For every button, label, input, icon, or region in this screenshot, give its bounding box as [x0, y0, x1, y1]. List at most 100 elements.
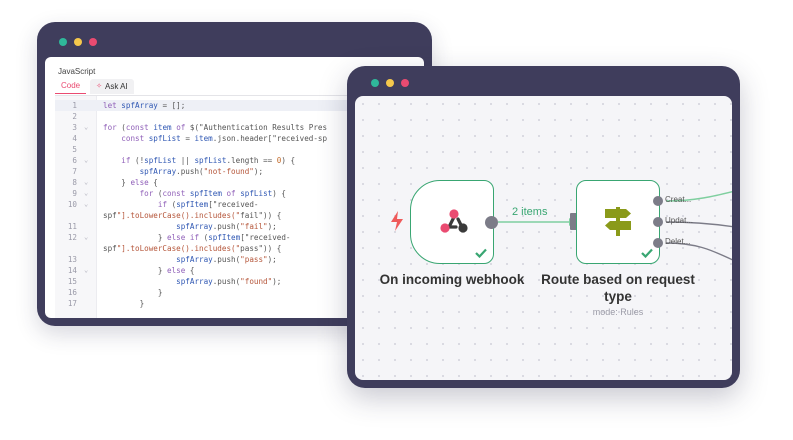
- code-line[interactable]: 17 }: [55, 298, 424, 309]
- router-node-mode: mode: Rules: [592, 307, 644, 317]
- router-node[interactable]: [576, 180, 660, 264]
- code-text: spfArray.push("pass");: [176, 255, 277, 264]
- code-line[interactable]: 6 ⌄ if (!spfList || spfList.length == 0) …: [55, 155, 424, 166]
- line-number: 15: [67, 277, 77, 286]
- trigger-bolt-icon: [391, 211, 403, 231]
- tab-code-label: Code: [61, 81, 81, 90]
- code-line[interactable]: 2: [55, 111, 424, 122]
- line-number: 1: [72, 101, 77, 110]
- fold-toggle-icon[interactable]: ⌄: [84, 189, 89, 197]
- code-text: spf"].toLowerCase().includes("fail")) {: [103, 211, 282, 220]
- router-output-handle-delete[interactable]: [653, 238, 663, 248]
- router-node-title-line1: Route based on request: [541, 272, 695, 287]
- editor-tabs: Code ✧Ask AI: [55, 79, 134, 94]
- code-line[interactable]: spf"].toLowerCase().includes("pass")) {: [55, 243, 424, 254]
- webhook-node[interactable]: [410, 180, 494, 264]
- code-line[interactable]: 13 spfArray.push("pass");: [55, 254, 424, 265]
- line-number: 12: [67, 233, 77, 242]
- window-controls: [59, 38, 97, 46]
- workflow-canvas[interactable]: 2 items Creat... Updat... Delet... On in…: [355, 96, 732, 380]
- code-line[interactable]: 5: [55, 144, 424, 155]
- code-text: spfArray.push("not-found");: [139, 167, 264, 176]
- line-number: 9: [72, 189, 77, 198]
- router-input-handle[interactable]: [570, 213, 577, 230]
- code-line[interactable]: 9 ⌄ for (const spfItem of spfList) {: [55, 188, 424, 199]
- code-line[interactable]: 14 ⌄ } else {: [55, 265, 424, 276]
- line-number: 2: [72, 112, 77, 121]
- code-text: } else {: [103, 178, 158, 187]
- line-number: 7: [72, 167, 77, 176]
- code-line[interactable]: 7 spfArray.push("not-found");: [55, 166, 424, 177]
- fold-toggle-icon[interactable]: ⌄: [84, 233, 89, 241]
- window-dot-green[interactable]: [371, 79, 379, 87]
- success-check-icon: [641, 248, 653, 258]
- line-number: 5: [72, 145, 77, 154]
- language-label: JavaScript: [58, 67, 96, 76]
- window-dot-red[interactable]: [89, 38, 97, 46]
- line-number: 16: [67, 288, 77, 297]
- code-line[interactable]: 3⌄for (const item of $("Authentication R…: [55, 122, 424, 133]
- window-dot-yellow[interactable]: [386, 79, 394, 87]
- webhook-icon: [440, 209, 468, 233]
- code-line[interactable]: 10 ⌄ if (spfItem["received-: [55, 199, 424, 210]
- code-text: }: [103, 288, 163, 297]
- line-number: 10: [67, 200, 77, 209]
- success-check-icon: [475, 248, 487, 258]
- window-controls: [371, 79, 409, 87]
- code-text: if (spfItem["received-: [157, 200, 259, 209]
- router-output-handle-create[interactable]: [653, 196, 663, 206]
- workflow-window: 2 items Creat... Updat... Delet... On in…: [347, 66, 740, 388]
- code-text: spfArray.push("found");: [176, 277, 282, 286]
- code-line[interactable]: spf"].toLowerCase().includes("fail")) {: [55, 210, 424, 221]
- fold-toggle-icon[interactable]: ⌄: [84, 200, 89, 208]
- router-output-label-create: Creat...: [665, 195, 692, 204]
- code-line[interactable]: 1 let spfArray = [];: [55, 100, 424, 111]
- fold-toggle-icon[interactable]: ⌄: [84, 178, 89, 186]
- connection-output-delete: [665, 242, 732, 261]
- code-line[interactable]: 16 }: [55, 287, 424, 298]
- code-text: let spfArray = [];: [103, 101, 186, 110]
- webhook-output-handle[interactable]: [485, 216, 498, 229]
- code-text: } else if (spfItem["received-: [103, 233, 291, 242]
- code-line[interactable]: 4 const spfList = item.json.header["rece…: [55, 133, 424, 144]
- window-dot-green[interactable]: [59, 38, 67, 46]
- line-number: 3: [72, 123, 77, 132]
- fold-toggle-icon[interactable]: ⌄: [84, 123, 89, 131]
- router-node-title: Route based on request type: [533, 271, 703, 305]
- code-text: const spfList = item.json.header["receiv…: [121, 134, 328, 143]
- code-line[interactable]: 15 spfArray.push("found");: [55, 276, 424, 287]
- tab-code[interactable]: Code: [55, 79, 87, 94]
- connection-output-create: [665, 191, 732, 202]
- window-dot-yellow[interactable]: [74, 38, 82, 46]
- window-dot-red[interactable]: [401, 79, 409, 87]
- code-line[interactable]: 12 ⌄ } else if (spfItem["received-: [55, 232, 424, 243]
- code-text: spfArray.push("fail");: [176, 222, 277, 231]
- line-number: 17: [67, 299, 77, 308]
- code-text: for (const spfItem of spfList) {: [139, 189, 286, 198]
- router-node-title-line2: type: [604, 289, 632, 304]
- code-text: spf"].toLowerCase().includes("pass")) {: [103, 244, 282, 253]
- tab-ask-ai[interactable]: ✧Ask AI: [90, 79, 134, 94]
- code-text: if (!spfList || spfList.length == 0) {: [121, 156, 296, 165]
- signpost-icon: [605, 207, 631, 236]
- line-number: 6: [72, 156, 77, 165]
- connection-output-update: [665, 221, 732, 228]
- router-output-label-update: Updat...: [665, 216, 694, 225]
- router-output-label-delete: Delet...: [665, 237, 691, 246]
- router-output-handle-update[interactable]: [653, 217, 663, 227]
- code-line[interactable]: 11 spfArray.push("fail");: [55, 221, 424, 232]
- code-text: }: [103, 299, 145, 308]
- code-line[interactable]: 8⌄ } else {: [55, 177, 424, 188]
- line-number: 14: [67, 266, 77, 275]
- fold-toggle-icon[interactable]: ⌄: [84, 156, 89, 164]
- code-text: } else {: [103, 266, 195, 275]
- tab-ask-ai-label: Ask AI: [105, 81, 128, 91]
- line-number: 13: [67, 255, 77, 264]
- sparkle-icon: ✧: [96, 83, 102, 90]
- webhook-node-title: On incoming webhook: [379, 272, 525, 287]
- line-number: 4: [72, 134, 77, 143]
- line-number: 11: [67, 222, 77, 231]
- fold-toggle-icon[interactable]: ⌄: [84, 266, 89, 274]
- line-number-gutter: [55, 96, 97, 318]
